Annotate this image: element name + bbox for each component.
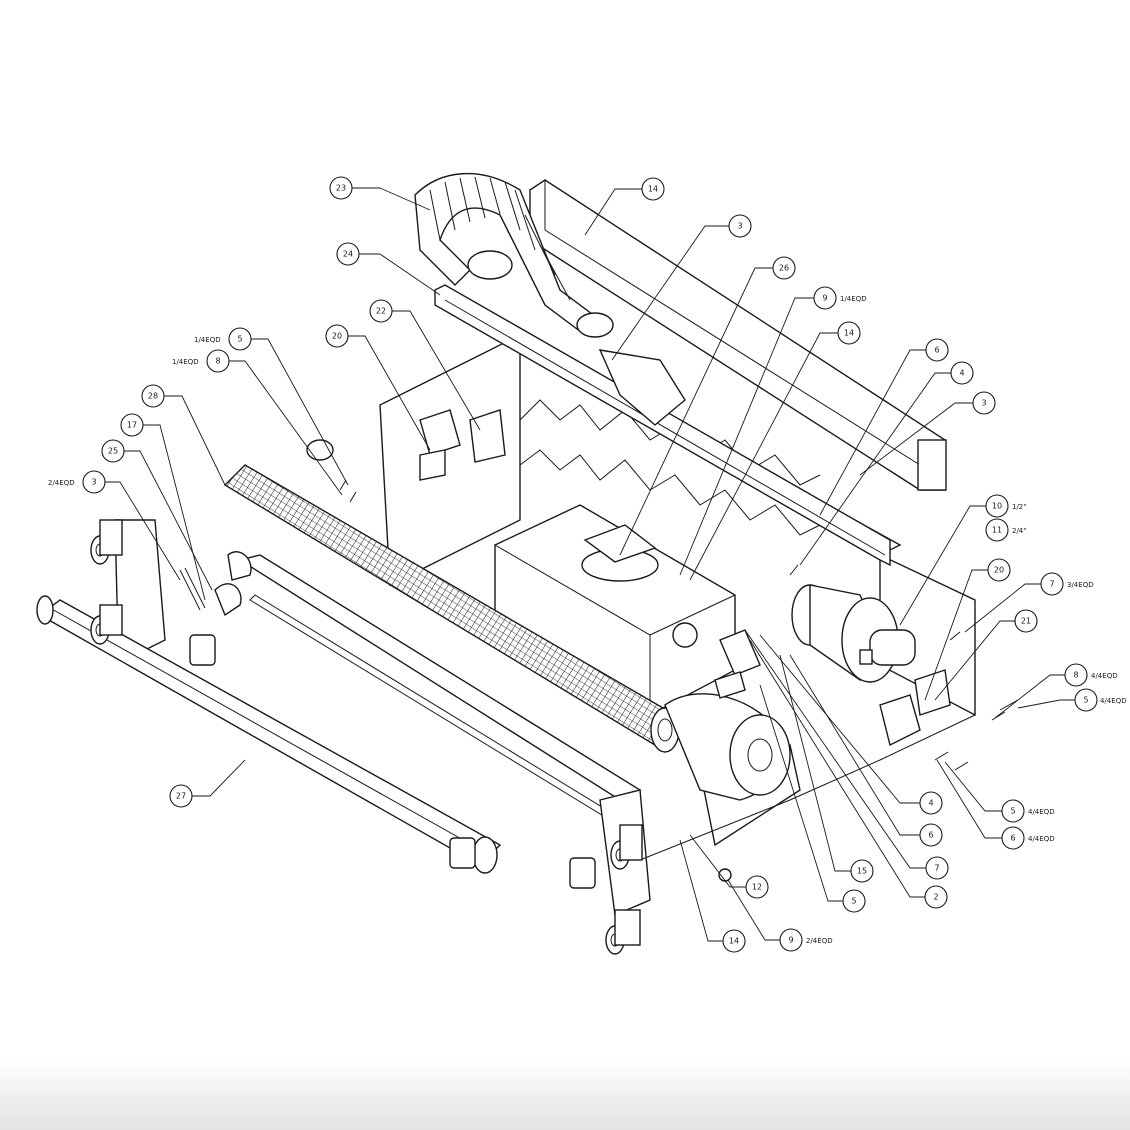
svg-text:5: 5 (237, 335, 242, 344)
balloon-11: 11 (985, 518, 1009, 542)
balloon-22: 22 (369, 299, 393, 323)
svg-text:4: 4 (959, 369, 964, 378)
note-5-right: 4/4EQD (1100, 697, 1127, 705)
balloon-20-left: 20 (325, 324, 349, 348)
svg-text:24: 24 (343, 250, 353, 259)
balloon-8-left: 8 (206, 349, 230, 373)
caster-wheels (90, 519, 643, 955)
svg-text:14: 14 (648, 185, 658, 194)
svg-text:5: 5 (1083, 696, 1088, 705)
part-balloons: 23 14 3 24 26 9 1/4EQD 14 22 20 5 1/4EQD… (48, 176, 1127, 953)
svg-text:8: 8 (215, 357, 220, 366)
note-10: 1/2" (1012, 503, 1027, 511)
svg-text:5: 5 (851, 897, 856, 906)
balloon-14-channel: 14 (837, 321, 861, 345)
balloon-3-left: 3 (82, 470, 106, 494)
balloon-14-hood: 14 (641, 177, 665, 201)
svg-text:26: 26 (779, 264, 789, 273)
svg-text:28: 28 (148, 392, 158, 401)
note-11: 2/4" (1012, 527, 1027, 535)
balloon-20-right: 20 (987, 558, 1011, 582)
svg-text:14: 14 (729, 937, 739, 946)
balloon-2: 2 (924, 885, 948, 909)
balloon-6-top: 6 (925, 338, 949, 362)
svg-text:27: 27 (176, 792, 186, 801)
balloon-14-bottom: 14 (722, 929, 746, 953)
balloon-6-lower: 6 (1001, 826, 1025, 850)
bottom-shadow (0, 1060, 1130, 1130)
svg-text:20: 20 (994, 566, 1004, 575)
note-8-left: 1/4EQD (172, 358, 199, 366)
shaft-roller (36, 595, 502, 874)
svg-text:6: 6 (928, 831, 933, 840)
balloon-5-bottom: 5 (842, 889, 866, 913)
balloon-5-right: 5 (1074, 688, 1098, 712)
svg-text:5: 5 (1010, 807, 1015, 816)
svg-text:14: 14 (844, 329, 854, 338)
balloon-15: 15 (850, 859, 874, 883)
balloon-3-hose: 3 (728, 214, 752, 238)
hardware (179, 409, 1019, 889)
note-9-bottom: 2/4EQD (806, 937, 833, 945)
note-5-left: 1/4EQD (194, 336, 221, 344)
note-3-left: 2/4EQD (48, 479, 75, 487)
note-6-lower: 4/4EQD (1028, 835, 1055, 843)
note-9-top: 1/4EQD (840, 295, 867, 303)
svg-text:21: 21 (1021, 617, 1031, 626)
svg-text:4: 4 (928, 799, 933, 808)
svg-text:17: 17 (127, 421, 137, 430)
svg-text:3: 3 (981, 399, 986, 408)
balloon-12: 12 (745, 875, 769, 899)
balloon-7-bottom: 7 (925, 856, 949, 880)
svg-text:12: 12 (752, 883, 762, 892)
balloon-28: 28 (141, 384, 165, 408)
balloon-4-top: 4 (950, 361, 974, 385)
fan-motor (791, 584, 916, 683)
note-7-right: 3/4EQD (1067, 581, 1094, 589)
balloon-27: 27 (169, 784, 193, 808)
svg-text:15: 15 (857, 867, 867, 876)
svg-text:9: 9 (822, 294, 827, 303)
top-hood (529, 179, 947, 491)
balloon-10: 10 (985, 494, 1009, 518)
balloon-17: 17 (120, 413, 144, 437)
note-5-lower: 4/4EQD (1028, 808, 1055, 816)
motor-drum (664, 693, 791, 801)
svg-text:22: 22 (376, 307, 386, 316)
leader-lines (105, 187, 1075, 942)
balloon-6-bottom: 6 (919, 823, 943, 847)
balloon-9-top: 9 (813, 286, 837, 310)
balloon-26: 26 (772, 256, 796, 280)
note-8-right: 4/4EQD (1091, 672, 1118, 680)
svg-text:23: 23 (336, 184, 346, 193)
balloon-8-right: 8 (1064, 663, 1088, 687)
balloon-5-lower: 5 (1001, 799, 1025, 823)
svg-text:20: 20 (332, 332, 342, 341)
balloon-9-bottom: 9 (779, 928, 803, 952)
svg-text:7: 7 (1049, 580, 1054, 589)
balloon-3-right: 3 (972, 391, 996, 415)
balloon-21: 21 (1014, 609, 1038, 633)
balloon-25: 25 (101, 439, 125, 463)
svg-text:2: 2 (933, 893, 938, 902)
svg-text:3: 3 (91, 478, 96, 487)
svg-text:11: 11 (992, 526, 1002, 535)
balloon-5-left: 5 (228, 327, 252, 351)
balloon-24: 24 (336, 242, 360, 266)
svg-text:3: 3 (737, 222, 742, 231)
balloon-4-bottom: 4 (919, 791, 943, 815)
svg-text:10: 10 (992, 502, 1002, 511)
dust-channel (434, 284, 891, 567)
svg-text:8: 8 (1073, 671, 1078, 680)
flex-hose (414, 172, 614, 338)
balloon-7-right: 7 (1040, 572, 1064, 596)
balloon-23: 23 (329, 176, 353, 200)
svg-text:6: 6 (934, 346, 939, 355)
svg-text:6: 6 (1010, 834, 1015, 843)
svg-text:7: 7 (934, 864, 939, 873)
svg-text:25: 25 (108, 447, 118, 456)
svg-text:9: 9 (788, 936, 793, 945)
